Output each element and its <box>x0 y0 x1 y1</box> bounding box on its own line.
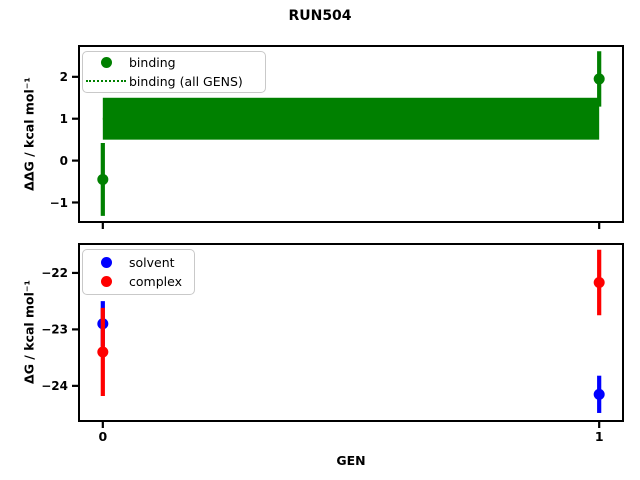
binding-data-point <box>593 73 605 85</box>
y-tick-label: −24 <box>41 379 68 393</box>
complex-data-point <box>97 346 109 358</box>
y-tick-label: −23 <box>41 323 68 337</box>
complex-marker-icon <box>100 276 112 288</box>
legend-item-binding-all-gens: binding (all GENS) <box>83 74 265 89</box>
legend-top-plot: binding binding (all GENS) <box>82 51 266 93</box>
legend-item-solvent: solvent <box>83 255 194 270</box>
legend-bottom-plot: solvent complex <box>82 249 195 295</box>
solvent-marker-icon <box>100 256 112 268</box>
x-axis-label: GEN <box>336 453 366 468</box>
complex-data-point <box>593 277 605 289</box>
dotted-line-icon <box>86 80 126 83</box>
y-axis-label-top-plot: ΔΔG / kcal mol⁻¹ <box>21 77 37 191</box>
y-tick-label: 1 <box>60 112 68 126</box>
solvent-data-point <box>593 388 605 400</box>
y-tick-label: 2 <box>60 70 68 84</box>
x-tick-label: 1 <box>595 429 604 444</box>
uncertainty-band <box>102 97 600 140</box>
legend-label: binding <box>129 55 176 71</box>
y-tick-label: −1 <box>50 196 68 210</box>
legend-item-binding: binding <box>83 55 265 70</box>
binding-marker-icon <box>100 57 112 69</box>
figure-title: RUN504 <box>288 8 352 24</box>
binding-data-point <box>97 173 109 185</box>
legend-label: complex <box>129 274 182 290</box>
y-tick-label: −22 <box>41 266 68 280</box>
x-tick-label: 0 <box>98 429 107 444</box>
legend-label: binding (all GENS) <box>129 73 243 89</box>
legend-label: solvent <box>129 254 175 270</box>
y-axis-label-bottom-plot: ΔG / kcal mol⁻¹ <box>21 280 37 384</box>
y-tick-label: 0 <box>60 154 68 168</box>
legend-item-complex: complex <box>83 274 194 289</box>
